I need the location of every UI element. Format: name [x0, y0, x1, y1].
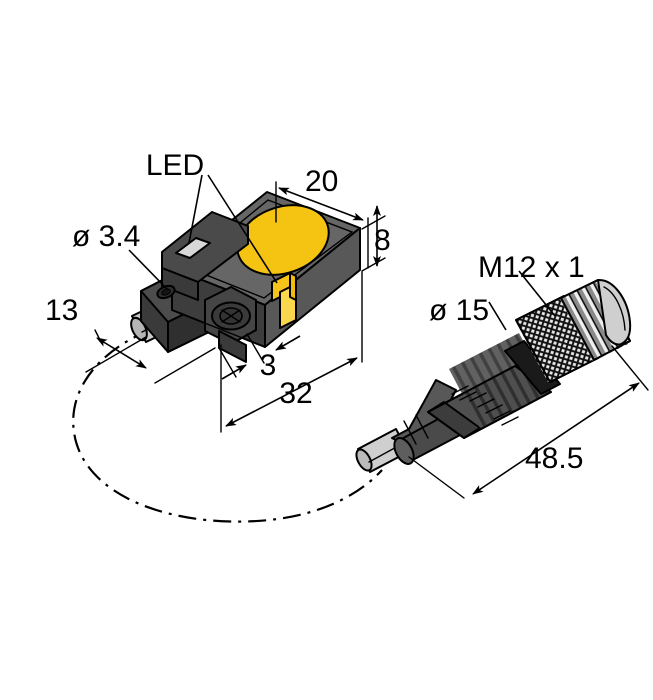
led-housing [161, 211, 249, 301]
m12-leader-line [518, 270, 556, 317]
label-dia-3-4: ø 3.4 [72, 220, 140, 253]
dim-485-group [408, 345, 649, 499]
dia34-leader-line [128, 249, 168, 290]
dim-32-group [220, 271, 363, 433]
sensor-cable [72, 328, 383, 523]
label-led: LED [146, 149, 204, 182]
mounting-hole-top-left [156, 284, 176, 300]
label-dim-48-5: 48.5 [525, 442, 583, 475]
dia15-leader-line [488, 301, 507, 331]
led-leader-lines [188, 174, 278, 284]
dim-8-group [361, 205, 386, 272]
label-dia-15: ø 15 [429, 294, 489, 327]
side-marker-yellow [271, 272, 297, 329]
mounting-hole-front [204, 286, 257, 345]
label-dim-3: 3 [260, 349, 277, 382]
label-dim-13: 13 [45, 294, 78, 327]
dim-13-group [85, 329, 216, 384]
label-dim-8: 8 [374, 224, 391, 257]
label-dim-32: 32 [279, 377, 312, 410]
label-thread-m12: M12 x 1 [478, 251, 585, 284]
label-dim-20: 20 [305, 165, 338, 198]
